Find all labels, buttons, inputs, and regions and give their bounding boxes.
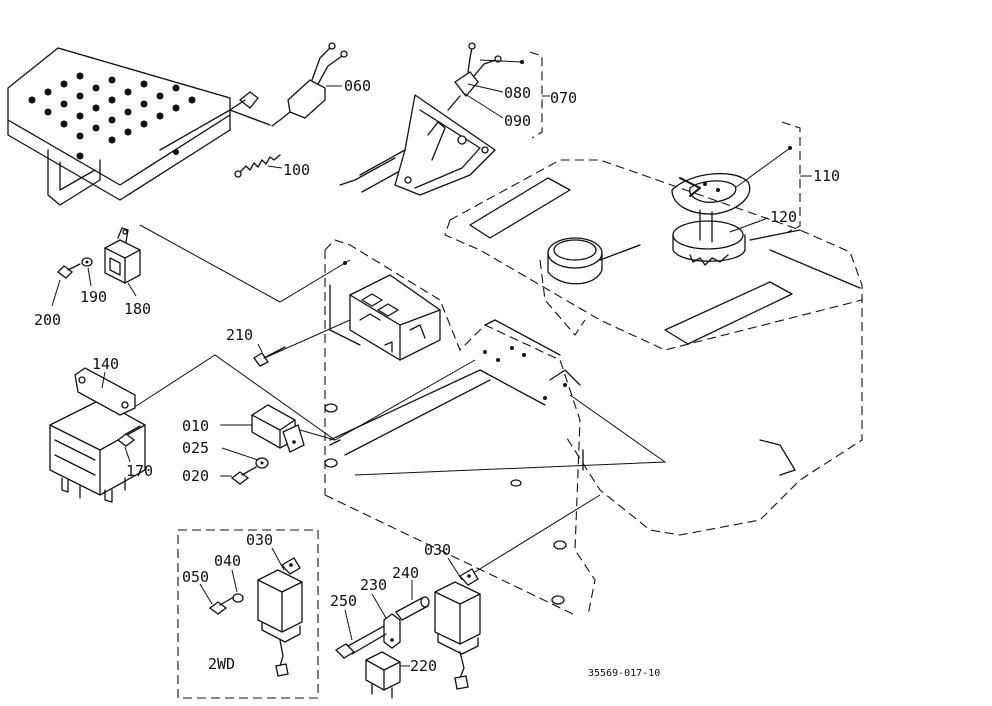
screw-050	[208, 597, 233, 615]
washer-025	[255, 457, 269, 469]
screw-210	[253, 346, 286, 367]
label-170: 170	[126, 462, 153, 480]
label-110: 110	[813, 167, 840, 185]
label-010: 010	[182, 417, 209, 435]
variant-box	[177, 529, 319, 699]
pedal-bracket	[339, 94, 496, 196]
label-240: 240	[392, 564, 419, 582]
flasher-010	[251, 404, 305, 453]
washer-190	[81, 257, 93, 267]
label-050: 050	[182, 568, 209, 586]
label-190: 190	[80, 288, 107, 306]
fuse-box	[349, 274, 441, 361]
pin-240	[395, 596, 430, 621]
washer-040	[232, 593, 244, 603]
label-250: 250	[330, 592, 357, 610]
bolt-200	[57, 263, 81, 279]
label-210: 210	[226, 326, 253, 344]
label-020: 020	[182, 467, 209, 485]
bolt-250	[334, 625, 387, 659]
fuel-tank	[444, 159, 863, 536]
relay-140	[49, 367, 146, 503]
relay-030	[434, 568, 481, 690]
label-060: 060	[344, 77, 371, 95]
screw-020	[230, 466, 257, 485]
label-180: 180	[124, 300, 151, 318]
drawing-number: 35569-017-10	[588, 668, 660, 679]
label-030-2wd: 030	[246, 531, 273, 549]
spring-100	[234, 154, 281, 178]
relay-030-2wd	[257, 557, 303, 677]
label-230: 230	[360, 576, 387, 594]
bracket-230	[383, 613, 401, 649]
label-100: 100	[283, 161, 310, 179]
relay-180	[104, 227, 141, 284]
safety-switch-060	[229, 42, 348, 127]
frame-bracket	[324, 239, 596, 616]
label-140: 140	[92, 355, 119, 373]
label-220: 220	[410, 657, 437, 675]
step-plate	[7, 47, 246, 206]
label-120: 120	[770, 208, 797, 226]
screw-170	[116, 425, 141, 447]
label-090: 090	[504, 112, 531, 130]
label-080: 080	[504, 84, 531, 102]
label-030: 030	[424, 541, 451, 559]
switch-080	[447, 42, 502, 111]
label-040: 040	[214, 552, 241, 570]
relay-220	[365, 651, 401, 699]
label-070: 070	[550, 89, 577, 107]
label-200: 200	[34, 311, 61, 329]
label-025: 025	[182, 439, 209, 457]
variant-label: 2WD	[208, 655, 235, 673]
